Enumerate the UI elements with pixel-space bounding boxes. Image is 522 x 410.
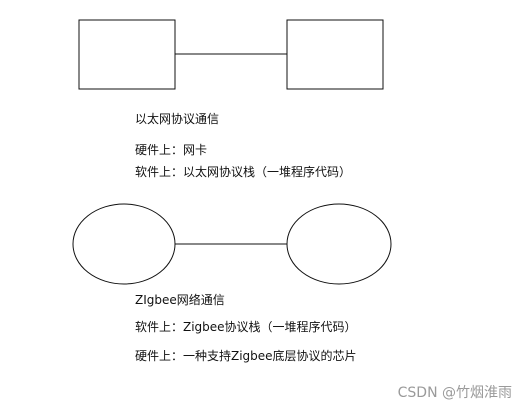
csdn-watermark: CSDN @竹烟淮雨: [397, 385, 512, 401]
ethernet-node-left: [78, 19, 176, 90]
ethernet-hardware-text: 硬件上：网卡: [135, 143, 208, 157]
zigbee-node-left: [72, 203, 176, 285]
ethernet-title: 以太网协议通信: [135, 112, 220, 126]
ethernet-software-text: 软件上：以太网协议栈（一堆程序代码）: [135, 165, 352, 179]
zigbee-software-text: 软件上：Zigbee协议栈（一堆程序代码）: [135, 320, 357, 334]
ethernet-node-right: [286, 19, 384, 90]
zigbee-node-right: [286, 203, 392, 285]
zigbee-title: ZIgbee网络通信: [135, 293, 225, 307]
zigbee-hardware-text: 硬件上：一种支持Zigbee底层协议的芯片: [135, 349, 357, 363]
